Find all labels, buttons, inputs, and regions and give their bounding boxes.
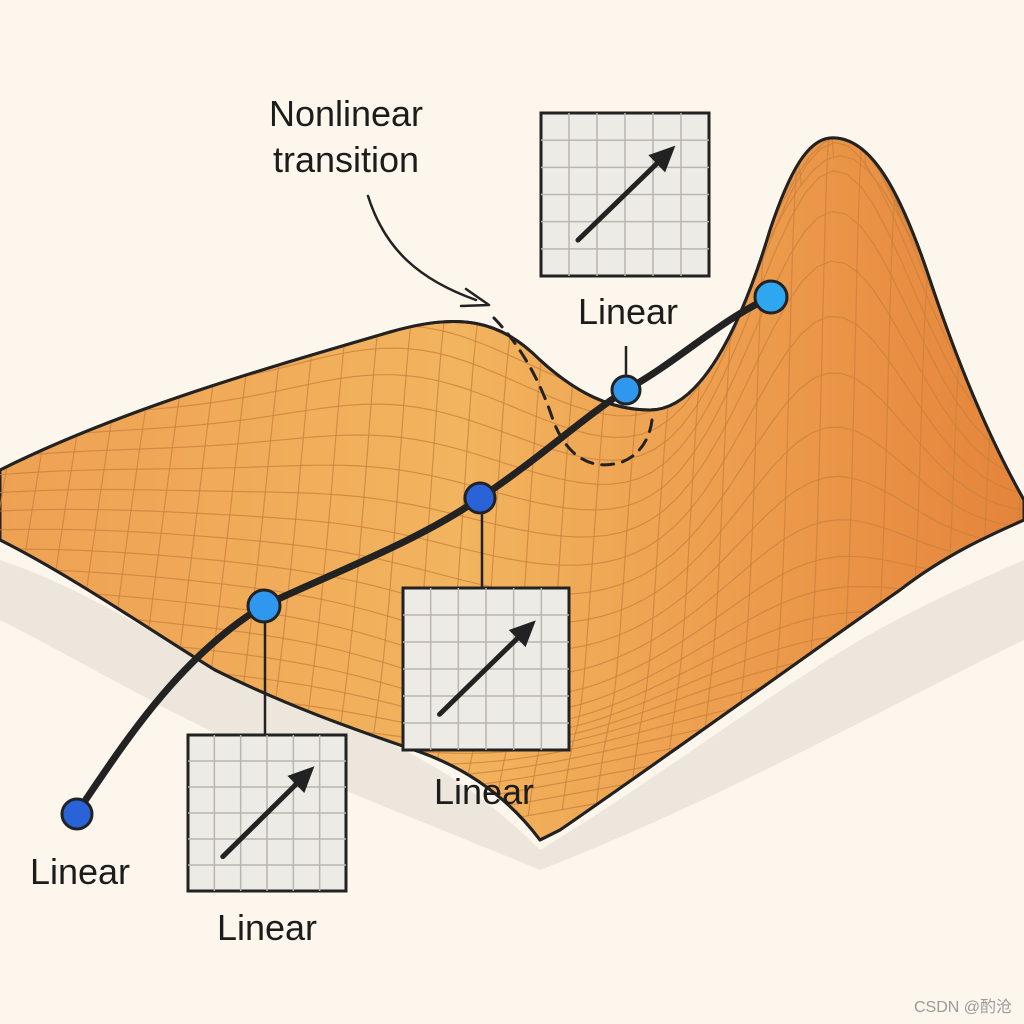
label-local-first: Linear [217, 907, 317, 948]
local-linear-panels [186, 111, 711, 893]
annotation-line1: Nonlinear [269, 93, 423, 134]
arrow-icon [220, 781, 299, 860]
arrow-icon [575, 161, 660, 243]
node-first-icon [246, 588, 282, 624]
node-third-icon [610, 374, 642, 406]
panel-third [539, 111, 711, 278]
annotation-arrow-line [366, 194, 478, 302]
node-start-icon [60, 797, 94, 831]
mesh-line [664, 343, 705, 793]
panel-first [186, 733, 348, 893]
mesh-line [561, 372, 608, 810]
panel-second [401, 586, 571, 752]
label-local-second: Linear [434, 771, 534, 812]
nonlinear-dashed-path [492, 316, 654, 467]
watermark: CSDN @酌沧 [914, 998, 1012, 1016]
arrow-icon [437, 636, 520, 717]
mesh-line [630, 368, 673, 798]
label-start: Linear [30, 851, 130, 892]
arrowhead-icon [287, 766, 315, 794]
trajectory-path [72, 293, 775, 818]
arrowhead-icon [648, 145, 676, 173]
label-local-third: Linear [578, 291, 678, 332]
ground-shadow [0, 560, 1024, 870]
arrowhead-icon [508, 620, 536, 648]
annotation-arrowhead-icon [459, 287, 491, 308]
node-second-icon [463, 481, 497, 515]
annotation-line2: transition [273, 139, 419, 180]
node-end-icon [753, 279, 789, 315]
